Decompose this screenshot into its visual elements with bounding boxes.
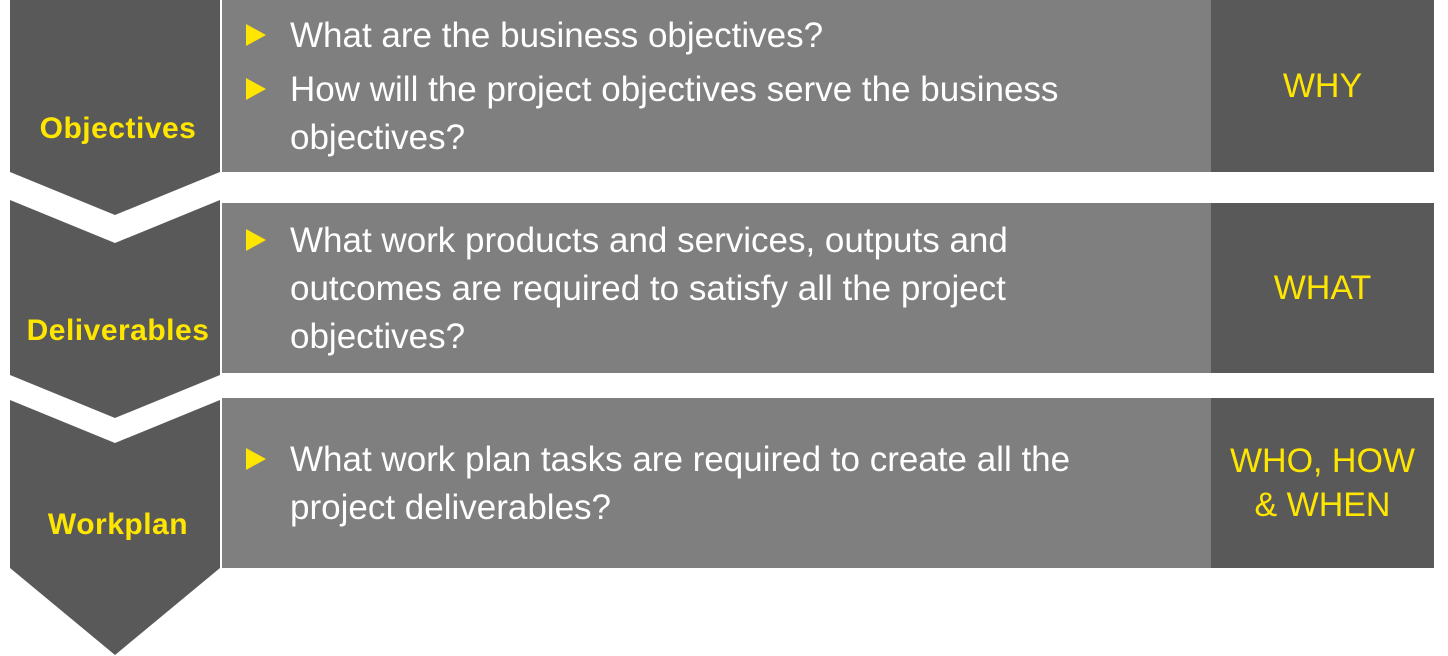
bullet-text: What work products and services, outputs… <box>290 221 1008 356</box>
chevron-deliverables <box>10 200 220 418</box>
triangle-bullet-icon <box>246 448 266 470</box>
bullet-text: How will the project objectives serve th… <box>290 70 1059 157</box>
bullet-list-objectives: What are the business objectives? How wi… <box>246 12 1146 168</box>
side-box-why: WHY <box>1211 0 1434 172</box>
band-objectives: What are the business objectives? How wi… <box>222 0 1211 172</box>
side-box-who-how-when: WHO, HOW & WHEN <box>1211 398 1434 568</box>
triangle-bullet-icon <box>246 24 266 46</box>
bullet-list-deliverables: What work products and services, outputs… <box>246 217 1146 367</box>
bullet-text: What work plan tasks are required to cre… <box>290 440 1071 527</box>
chevron-workplan <box>10 400 220 655</box>
chevron-label-deliverables: Deliverables <box>26 314 210 347</box>
bullet-text: What are the business objectives? <box>290 16 824 55</box>
band-deliverables: What work products and services, outputs… <box>222 203 1211 373</box>
bullet-item: What work plan tasks are required to cre… <box>246 436 1146 532</box>
chevron-label-workplan: Workplan <box>47 508 189 541</box>
chevron-label-objectives: Objectives <box>39 112 197 145</box>
chevron-column <box>10 0 220 655</box>
bullet-item: What work products and services, outputs… <box>246 217 1146 361</box>
bullet-item: What are the business objectives? <box>246 12 1146 60</box>
triangle-bullet-icon <box>246 78 266 100</box>
bullet-item: How will the project objectives serve th… <box>246 66 1146 162</box>
side-box-what: WHAT <box>1211 203 1434 373</box>
bullet-list-workplan: What work plan tasks are required to cre… <box>246 436 1146 538</box>
triangle-bullet-icon <box>246 229 266 251</box>
chevron-objectives <box>10 0 220 215</box>
band-workplan: What work plan tasks are required to cre… <box>222 398 1211 568</box>
